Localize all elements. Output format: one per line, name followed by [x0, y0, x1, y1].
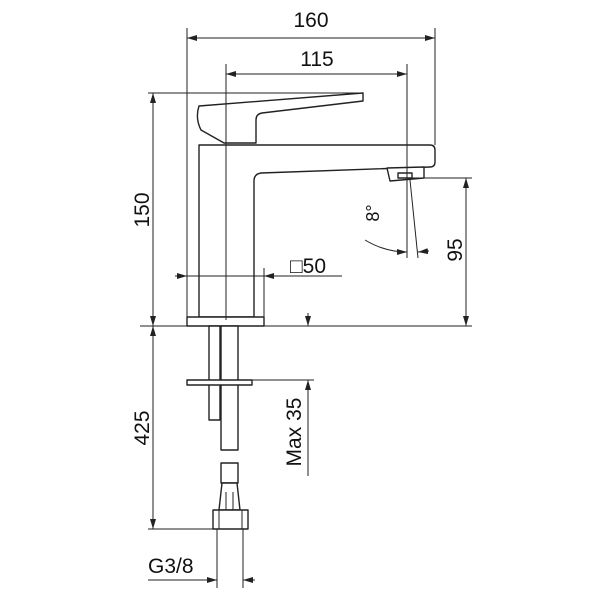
supply-tube: [220, 325, 239, 451]
dimension-lines: [148, 35, 469, 583]
dim-max-deck-thickness: Max 35: [283, 398, 306, 467]
hose-connector: [220, 462, 239, 484]
threaded-rod: [208, 325, 221, 421]
fixing-washer: [186, 379, 253, 386]
faucet-outline: [186, 92, 436, 327]
handle: [196, 92, 364, 144]
dim-below-deck: 425: [131, 410, 154, 445]
dim-base-square: □50: [290, 255, 326, 278]
body-and-spout: [198, 144, 436, 318]
hose-nut: [212, 509, 249, 530]
mounting-parts: [186, 325, 253, 530]
dim-connection-thread: G3/8: [148, 555, 194, 578]
dim-spout-angle: 8°: [363, 204, 383, 221]
dim-outlet-height: 95: [444, 238, 467, 261]
hose-fitting: [218, 482, 241, 511]
extension-lines: [140, 28, 472, 588]
dim-overall-reach: 160: [293, 9, 328, 32]
dim-height: 150: [131, 192, 154, 227]
aerator-outlet: [397, 172, 413, 179]
dim-spout-reach: 115: [300, 48, 333, 71]
